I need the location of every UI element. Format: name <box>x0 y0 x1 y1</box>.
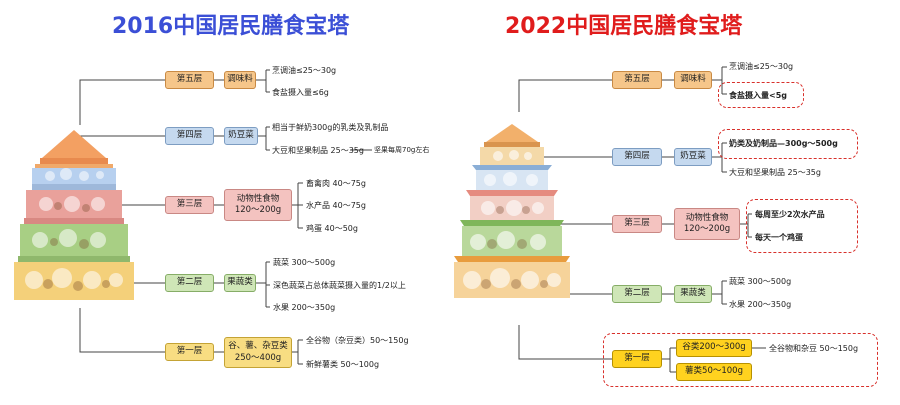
pyramid-2016 <box>14 130 134 300</box>
title-2022: 2022中国居民膳食宝塔 <box>505 14 743 39</box>
right-group4: 奶豆菜 <box>674 148 712 166</box>
left-layer4: 第四层 <box>165 127 214 145</box>
highlight-dairy <box>718 129 858 159</box>
left-group1: 谷、薯、杂豆类 250～400g <box>224 337 292 368</box>
right-item5-1: 烹调油≤25～30g <box>729 62 794 71</box>
left-item4-2: 大豆和坚果制品 25～35g <box>272 146 364 155</box>
right-layer5: 第五层 <box>612 71 662 89</box>
right-group3: 动物性食物 120～200g <box>674 208 740 240</box>
left-layer2: 第二层 <box>165 274 214 292</box>
right-item5-2: 食盐摄入量<5g <box>729 91 787 100</box>
left-layer5: 第五层 <box>165 71 214 89</box>
right-item2-2: 水果 200～350g <box>729 300 792 309</box>
left-item3-1: 畜禽肉 40～75g <box>306 179 366 188</box>
right-group1-grain: 谷类200～300g <box>676 339 752 357</box>
left-item3-2: 水产品 40～75g <box>306 201 366 210</box>
left-item4-3: 坚果每周70g左右 <box>374 146 430 154</box>
right-item4-2: 大豆和坚果制品 25～35g <box>729 168 821 177</box>
left-item2-2: 深色蔬菜占总体蔬菜摄入量的1/2以上 <box>273 281 406 290</box>
left-item5-2: 食盐摄入量≤6g <box>272 88 329 97</box>
left-group5: 调味料 <box>224 71 256 89</box>
right-item1-1: 全谷物和杂豆 50～150g <box>769 344 859 353</box>
left-item1-2: 新鲜薯类 50～100g <box>306 360 380 369</box>
title-2016: 2016中国居民膳食宝塔 <box>112 14 350 39</box>
right-group1-tuber: 薯类50～100g <box>676 363 752 381</box>
left-layer1: 第一层 <box>165 343 214 361</box>
right-layer1: 第一层 <box>612 350 662 368</box>
left-item5-1: 烹调油≤25～30g <box>272 66 337 75</box>
right-group5: 调味料 <box>674 71 712 89</box>
right-layer4: 第四层 <box>612 148 662 166</box>
right-layer2: 第二层 <box>612 285 662 303</box>
highlight-animal <box>746 199 858 253</box>
highlight-grain <box>603 333 878 387</box>
highlight-salt <box>718 82 804 108</box>
left-group4: 奶豆菜 <box>224 127 258 145</box>
right-layer3: 第三层 <box>612 215 662 233</box>
right-item3-2: 每天一个鸡蛋 <box>755 233 803 242</box>
right-item3-1: 每周至少2次水产品 <box>755 210 825 219</box>
left-group2: 果蔬类 <box>224 274 256 292</box>
left-item1-1: 全谷物（杂豆类）50～150g <box>306 336 409 345</box>
pyramid-2022 <box>454 124 570 298</box>
right-item2-1: 蔬菜 300～500g <box>729 277 792 286</box>
right-group2: 果蔬类 <box>674 285 712 303</box>
left-item3-3: 鸡蛋 40～50g <box>306 224 358 233</box>
left-layer3: 第三层 <box>165 196 214 214</box>
right-item4-1: 奶类及奶制品—300g～500g <box>729 139 838 148</box>
left-item2-1: 蔬菜 300～500g <box>273 258 336 267</box>
left-group3: 动物性食物 120～200g <box>224 189 292 221</box>
left-item4-1: 相当于鲜奶300g的乳类及乳制品 <box>272 123 389 132</box>
left-item2-3: 水果 200～350g <box>273 303 336 312</box>
